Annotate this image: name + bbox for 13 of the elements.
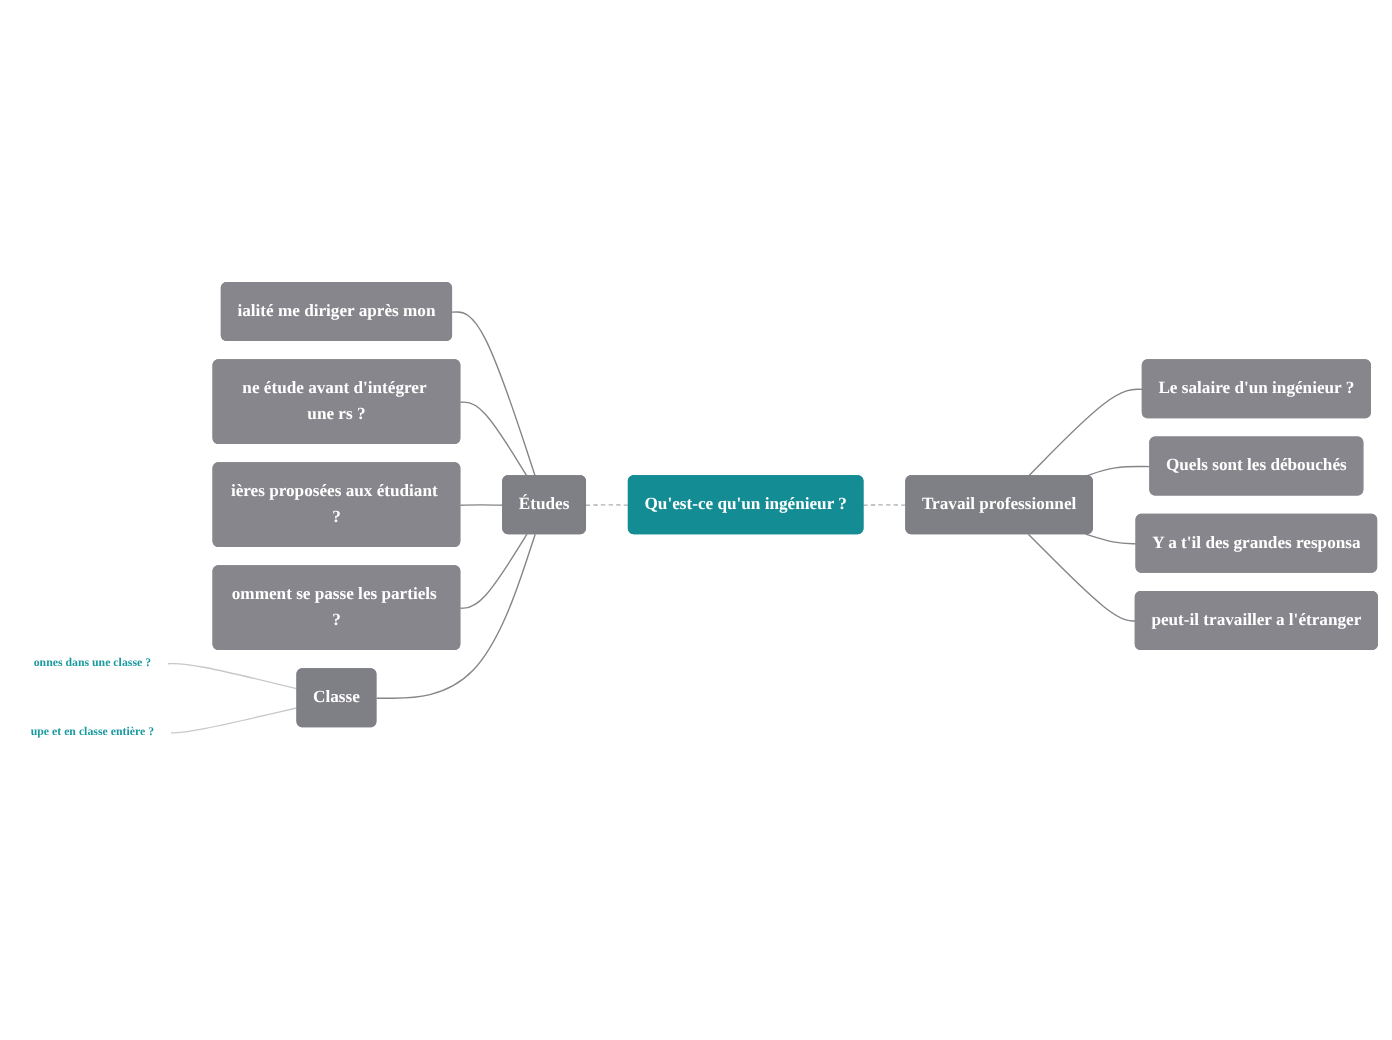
connector bbox=[1085, 465, 1152, 477]
connector bbox=[862, 504, 908, 506]
connector bbox=[1027, 533, 1137, 622]
connector bbox=[1027, 388, 1144, 477]
connector bbox=[459, 533, 528, 609]
connector bbox=[170, 707, 299, 734]
connector bbox=[1085, 533, 1138, 545]
connector bbox=[167, 662, 299, 690]
connector bbox=[459, 401, 528, 477]
connector bbox=[585, 504, 630, 506]
connector bbox=[451, 311, 536, 477]
connector bbox=[459, 504, 504, 506]
connector bbox=[375, 533, 536, 700]
